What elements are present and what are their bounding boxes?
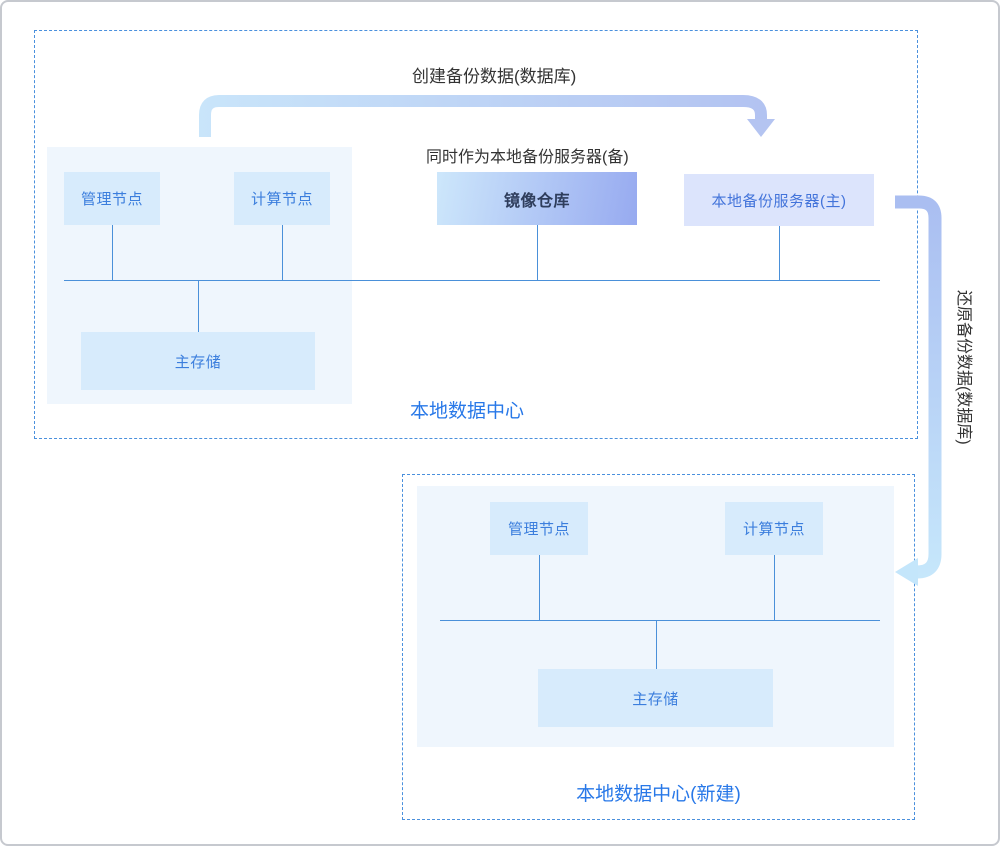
dc1-storage-connector-line: [198, 281, 199, 332]
dc2-management-node: 管理节点: [490, 502, 588, 555]
dc2-mgmt-connector-line: [539, 555, 540, 620]
dc1-mgmt-connector-line: [112, 225, 113, 280]
dc2-title: 本地数据中心(新建): [576, 784, 741, 805]
dc2-compute-node: 计算节点: [725, 502, 823, 555]
dc1-compute-node: 计算节点: [234, 172, 330, 225]
dc1-primary-storage-node: 主存储: [81, 332, 315, 390]
dc2-compute-connector-line: [774, 555, 775, 620]
new-local-datacenter-group-border: [402, 474, 915, 820]
dc1-bus-line: [64, 280, 880, 281]
dc2-storage-connector-line: [656, 621, 657, 669]
restore-backup-label: 还原备份数据(数据库): [955, 290, 972, 445]
dc1-backup-connector-line: [779, 226, 780, 280]
dc1-mirror-connector-line: [537, 225, 538, 280]
create-backup-label: 创建备份数据(数据库): [412, 67, 577, 86]
dc1-mirror-repository-node: 镜像仓库: [437, 172, 637, 225]
dc1-local-backup-server-primary-node: 本地备份服务器(主): [684, 174, 874, 226]
also-standby-backup-label: 同时作为本地备份服务器(备): [426, 149, 629, 166]
dc1-management-node: 管理节点: [64, 172, 160, 225]
dc1-compute-connector-line: [282, 225, 283, 280]
dc2-primary-storage-node: 主存储: [538, 669, 773, 727]
dc2-bus-line: [440, 620, 880, 621]
dc1-title: 本地数据中心: [410, 401, 525, 422]
